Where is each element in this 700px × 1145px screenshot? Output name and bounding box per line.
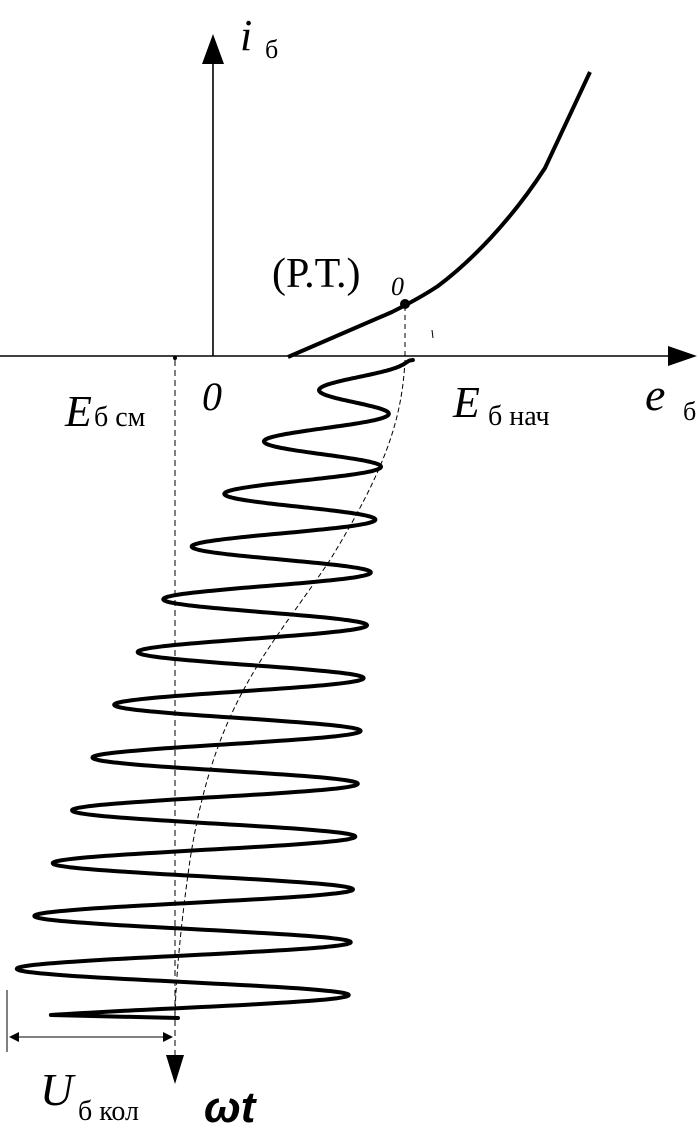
bias-voltage-label: E — [64, 387, 92, 436]
y-axis-label-sub: б — [265, 35, 278, 64]
amplitude-label: U — [40, 1064, 76, 1115]
time-axis-label: ωt — [204, 1083, 258, 1132]
x-axis-label-sub: б — [683, 397, 696, 426]
x-axis-label: e — [645, 369, 665, 420]
time-axis-arrow-icon — [166, 1055, 184, 1084]
oscillation-waveform — [14, 358, 415, 1020]
operating-point-label: (Р.Т.) — [272, 251, 361, 297]
y-axis-arrow-icon — [202, 34, 224, 64]
characteristic-curve — [287, 71, 592, 359]
start-voltage-label-sub: б нач — [488, 401, 550, 432]
x-axis-arrow-icon — [668, 346, 697, 366]
start-voltage-label: E — [452, 378, 480, 427]
oscillation-centerline — [174, 359, 406, 1016]
bias-voltage-label-sub: б см — [94, 402, 146, 433]
bias-point — [173, 356, 177, 360]
operating-point-marker — [400, 299, 410, 309]
small-tick — [431, 329, 434, 339]
amplitude-label-sub: б кол — [78, 1096, 139, 1127]
y-axis-label: i — [240, 11, 252, 60]
operating-point-label-sub: 0 — [391, 272, 404, 301]
origin-label: 0 — [202, 374, 222, 419]
